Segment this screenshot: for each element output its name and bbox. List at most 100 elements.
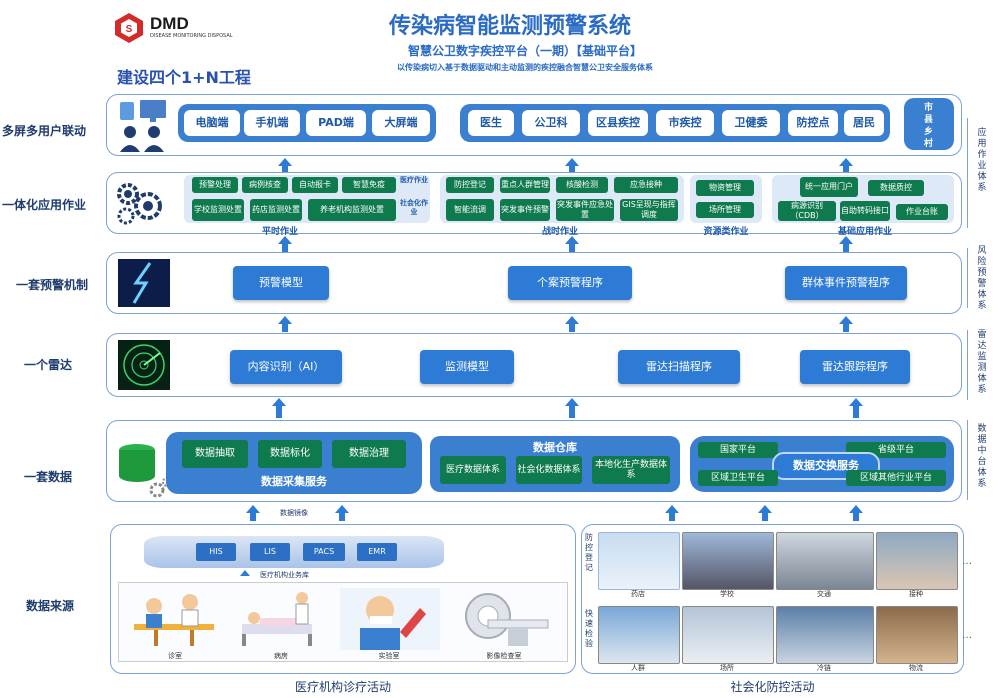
exchange-regional-other[interactable]: 区域其他行业平台 (846, 470, 946, 486)
warehouse-social[interactable]: 社会化数据体系 (516, 456, 582, 484)
pingshi-item[interactable]: 药店监测处置 (250, 199, 302, 221)
warning-model[interactable]: 预警模型 (233, 266, 329, 300)
side-label-risk: 风险预警体系 (975, 246, 989, 312)
pingshi-item[interactable]: 自动报卡 (292, 177, 338, 193)
row-label-users: 多屏多用户联动 (2, 122, 106, 139)
up-arrow (335, 505, 349, 513)
up-arrow (849, 398, 863, 406)
pingshi-item[interactable]: 预警处理 (192, 177, 238, 193)
exchange-regional-health[interactable]: 区域卫生平台 (698, 470, 778, 486)
jichu-item[interactable]: 作业台账 (896, 204, 948, 220)
role-public-health[interactable]: 公卫科 (522, 110, 580, 136)
zhanshi-item[interactable]: 应急接种 (614, 177, 678, 193)
pingshi-item[interactable]: 学校监测处置 (192, 199, 244, 221)
level-village: 村 (924, 136, 933, 149)
jichu-item[interactable]: 自助转码接口 (840, 201, 890, 221)
zhanshi-item[interactable]: 重点人群管理 (500, 177, 550, 193)
zhanshi-item[interactable]: GIS呈现与指挥调度 (620, 199, 678, 221)
social-venue-label: 场所 (682, 663, 772, 673)
jichu-item[interactable]: 数据质控 (868, 180, 924, 196)
ziyuan-item[interactable]: 物资管理 (696, 180, 754, 196)
zhanshi-item[interactable]: 核酸检测 (556, 177, 608, 193)
scene-clinic-label: 诊室 (150, 651, 200, 661)
system-lis[interactable]: LIS (250, 543, 290, 561)
side-label-data: 数据中台体系 (975, 424, 989, 490)
up-arrow (272, 398, 286, 406)
role-city-cdc[interactable]: 市疾控 (656, 110, 714, 136)
terminal-pad[interactable]: PAD端 (306, 110, 366, 136)
up-arrow (839, 236, 853, 244)
warning-group-program[interactable]: 群体事件预警程序 (785, 266, 907, 300)
zhanshi-item[interactable]: 突发事件预警 (500, 199, 550, 221)
zhanshi-item[interactable]: 防控登记 (446, 177, 494, 193)
zhanshi-item[interactable]: 智能流调 (446, 199, 494, 221)
up-arrow (278, 316, 292, 324)
page-title: 传染病智能监测预警系统 (300, 8, 720, 40)
social-footer: 社会化防控活动 (581, 678, 964, 695)
side-label-app: 应用作业体系 (975, 128, 989, 194)
exchange-national[interactable]: 国家平台 (698, 442, 778, 458)
gear-icon (114, 180, 166, 226)
role-control-point[interactable]: 防控点 (788, 110, 838, 136)
role-resident[interactable]: 居民 (844, 110, 884, 136)
pingshi-item[interactable]: 智慧免疫 (342, 177, 396, 193)
hospital-footer: 医疗机构诊疗活动 (110, 678, 576, 695)
pingshi-side2: 社会化作业 (400, 199, 428, 217)
up-arrow (278, 158, 292, 166)
warehouse-medical[interactable]: 医疗数据体系 (440, 456, 506, 484)
ziyuan-label: 资源类作业 (690, 224, 762, 237)
radar-track-program[interactable]: 雷达跟踪程序 (800, 350, 910, 384)
page-tagline: 以传染病切入基于数据驱动和主动监测的疾控融合智慧公卫安全服务体系 (330, 62, 720, 73)
up-arrow (565, 398, 579, 406)
pharmacy-photo (598, 532, 680, 590)
up-arrow (758, 505, 772, 513)
warning-case-program[interactable]: 个案预警程序 (508, 266, 632, 300)
terminal-phone[interactable]: 手机端 (244, 110, 300, 136)
role-health-commission[interactable]: 卫健委 (722, 110, 780, 136)
system-emr[interactable]: EMR (357, 543, 397, 561)
terminal-pc[interactable]: 电脑端 (184, 110, 240, 136)
imaging-scene-icon (448, 588, 558, 650)
social-row1-label: 防控登记 (583, 533, 595, 573)
terminal-big-screen[interactable]: 大屏端 (372, 110, 430, 136)
up-arrow (849, 505, 863, 513)
build-heading: 建设四个1+N工程 (117, 64, 251, 88)
device-users-icon (118, 98, 173, 153)
warehouse-local[interactable]: 本地化生产数据体系 (592, 456, 670, 484)
social-cold-chain-label: 冷链 (776, 663, 872, 673)
radar-ai-recognition[interactable]: 内容识别（AI） (230, 350, 342, 384)
more-dots: … (962, 630, 972, 641)
scene-imaging-label: 影像检查室 (474, 651, 534, 661)
collect-standardize[interactable]: 数据标化 (258, 440, 322, 468)
system-pacs[interactable]: PACS (303, 543, 345, 561)
social-vaccination-label: 接种 (876, 589, 956, 599)
collect-label: 数据采集服务 (166, 473, 422, 489)
role-county-cdc[interactable]: 区县疾控 (588, 110, 648, 136)
ziyuan-item[interactable]: 场所管理 (696, 202, 754, 218)
pingshi-item[interactable]: 养老机构监测处置 (308, 199, 396, 221)
venue-photo (682, 606, 774, 664)
collect-extract[interactable]: 数据抽取 (182, 440, 248, 468)
up-arrow (665, 505, 679, 513)
system-his[interactable]: HIS (196, 543, 236, 561)
social-traffic-label: 交通 (776, 589, 872, 599)
radar-monitor-model[interactable]: 监测模型 (420, 350, 514, 384)
svg-text:S: S (126, 24, 133, 35)
role-doctor[interactable]: 医生 (468, 110, 514, 136)
crowd-photo (598, 606, 680, 664)
radar-icon (118, 340, 170, 390)
zhanshi-item[interactable]: 突发事件应急处置 (556, 199, 614, 221)
traffic-photo (776, 532, 874, 590)
radar-scan-program[interactable]: 雷达扫描程序 (618, 350, 740, 384)
pingshi-item[interactable]: 病例核查 (242, 177, 288, 193)
dmd-logo-icon: S (113, 12, 145, 44)
social-row2-label: 快速检验 (583, 609, 595, 649)
row-label-apps: 一体化应用作业 (2, 196, 106, 213)
pingshi-side1: 医疗作业 (400, 176, 428, 185)
up-arrow (839, 316, 853, 324)
jichu-item[interactable]: 统一应用门户 (800, 177, 858, 197)
social-pharmacy-label: 药店 (598, 589, 678, 599)
jichu-item[interactable]: 病源识别（CDB） (778, 201, 836, 221)
collect-govern[interactable]: 数据治理 (332, 440, 406, 468)
up-arrow (278, 236, 292, 244)
